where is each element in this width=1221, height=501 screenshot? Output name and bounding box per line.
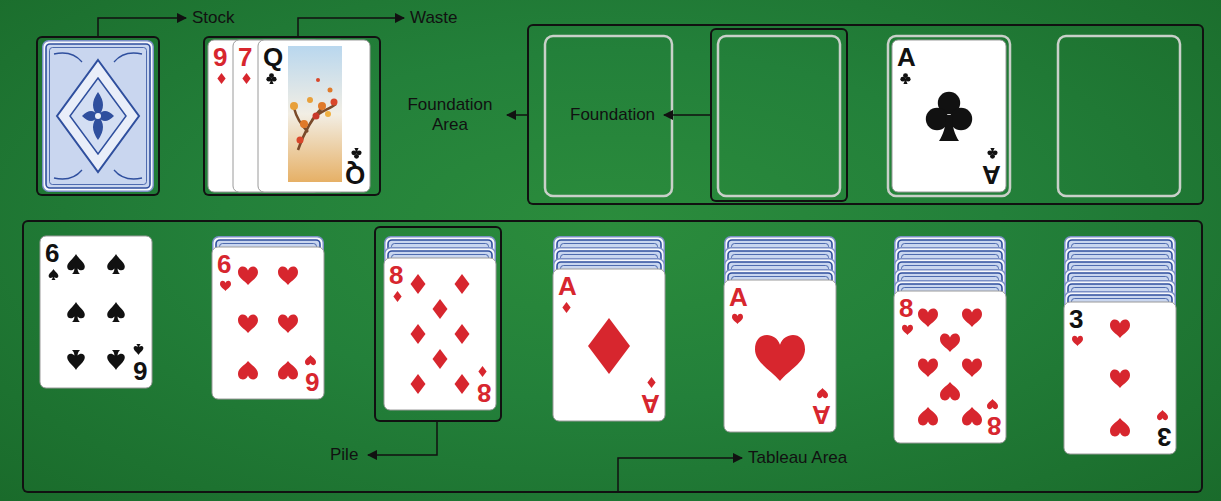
card-rank: 6: [217, 251, 230, 277]
waste-cards: [208, 40, 370, 192]
tableau-card-backs: [213, 237, 1176, 443]
leader-arrows: [98, 18, 742, 493]
area-label: Foundation: [570, 105, 655, 125]
card-rank: 6: [45, 240, 58, 266]
foundation-area-outline: Foundation AreaFoundationAA: [527, 24, 1204, 205]
card-rank: 8: [478, 380, 491, 406]
card-rank: 6: [306, 369, 319, 395]
area-label: Waste: [410, 8, 458, 28]
stock-card-back: [43, 41, 154, 192]
stock-outline: Stock: [36, 36, 160, 196]
waste-outline: Waste97QQ: [203, 36, 381, 196]
card-rank: 7: [238, 44, 251, 70]
waste-card: 7: [233, 40, 345, 192]
card-rank: 3: [1069, 306, 1082, 332]
foundation-slots: [545, 36, 1180, 196]
area-label: Stock: [192, 8, 235, 28]
card-rank: 6: [134, 358, 147, 384]
tableau-area-outline: Tableau Area6666Pile88AAAA8833: [22, 220, 1203, 493]
area-label: Pile: [330, 445, 358, 465]
tableau-card: 66: [212, 247, 324, 399]
tableau-face-cards: [40, 236, 1176, 454]
waste-card: QQ: [258, 40, 370, 192]
card-rank: A: [729, 284, 747, 310]
tableau-card: 88: [894, 291, 1006, 443]
area-label: Foundation Area: [398, 95, 502, 135]
tableau-card: 88: [384, 258, 496, 410]
card-rank: 8: [899, 295, 912, 321]
card-rank: A: [642, 391, 660, 417]
pile-outline: Pile88: [374, 226, 502, 422]
foundation-outline: Foundation: [710, 28, 848, 202]
card-rank: 8: [389, 262, 402, 288]
area-label: Tableau Area: [748, 448, 847, 468]
foundation-card: AA: [892, 40, 1006, 192]
card-rank: A: [558, 273, 576, 299]
card-rank: 9: [213, 44, 226, 70]
card-rank: A: [897, 44, 915, 70]
tableau-card: 66: [40, 236, 152, 388]
card-rank: Q: [263, 44, 282, 70]
card-rank: A: [983, 162, 1001, 188]
card-rank: A: [813, 402, 831, 428]
card-rank: 3: [1158, 424, 1171, 450]
tableau-card: 33: [1064, 302, 1176, 454]
tableau-card: AA: [553, 269, 665, 421]
card-rank: Q: [346, 162, 365, 188]
tableau-card: AA: [724, 280, 836, 432]
foundation-card: [892, 40, 1006, 192]
card-rank: 8: [988, 413, 1001, 439]
